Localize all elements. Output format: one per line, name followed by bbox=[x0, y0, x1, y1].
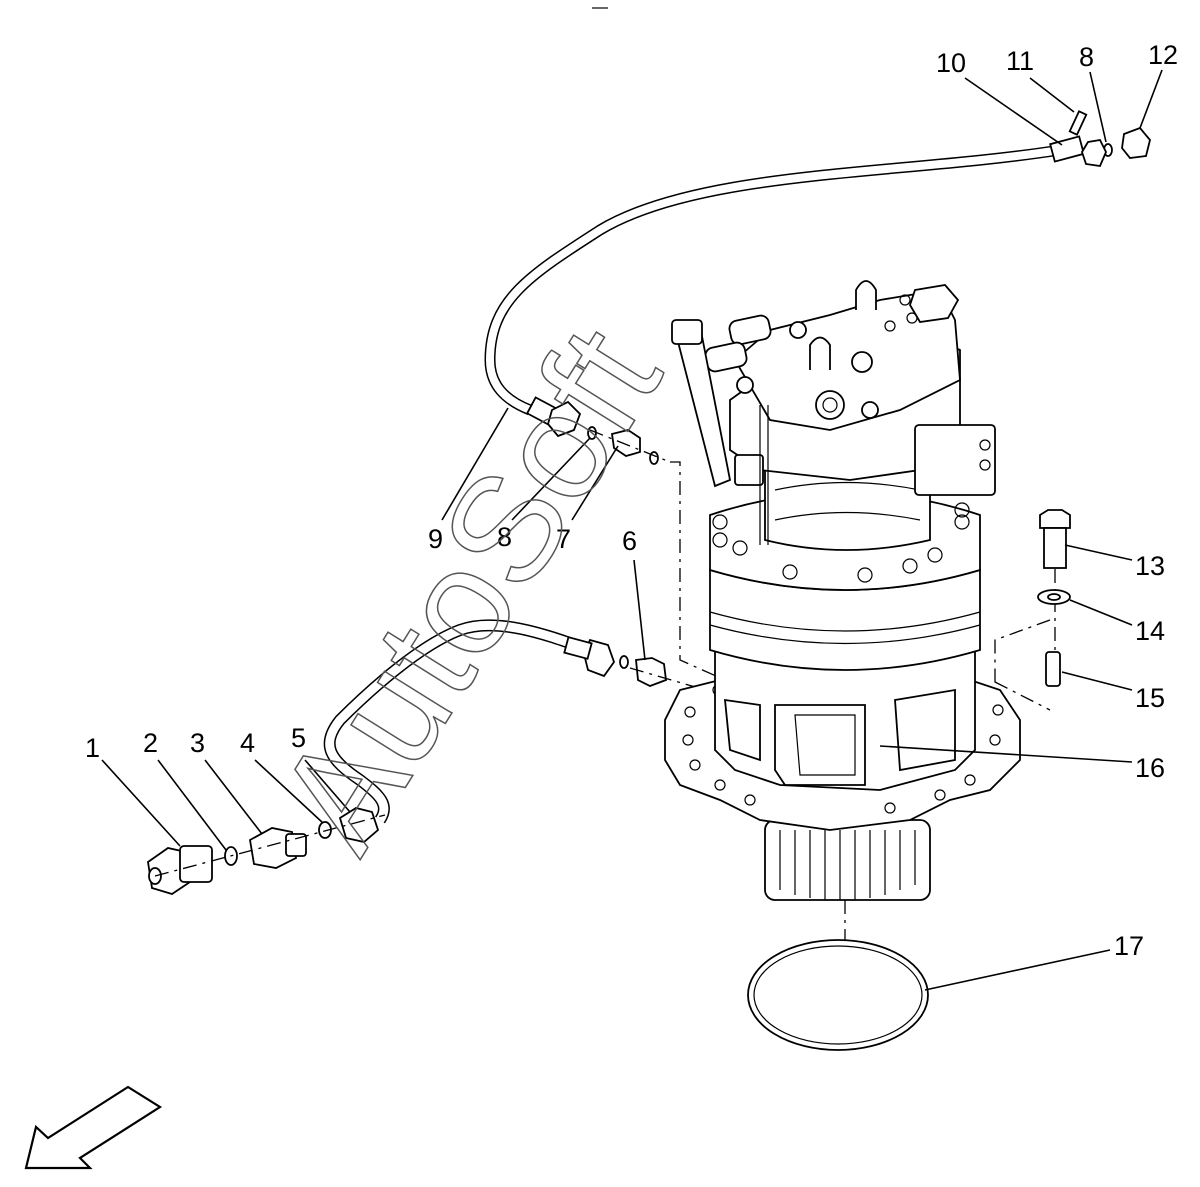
callout-11: 11 bbox=[1006, 46, 1034, 76]
small-fittings-top bbox=[1068, 110, 1151, 167]
adapter-3 bbox=[249, 827, 307, 869]
callout-labels: 1 2 3 4 5 6 7 8 8 9 10 11 12 13 14 15 16… bbox=[85, 40, 1178, 961]
callout-8-left: 8 bbox=[497, 522, 512, 552]
callout-14: 14 bbox=[1135, 616, 1165, 646]
callout-5: 5 bbox=[291, 723, 306, 753]
fitting-1 bbox=[147, 845, 213, 895]
watermark-text: AutoSoft bbox=[245, 300, 692, 877]
pin-15 bbox=[1045, 651, 1061, 687]
adapter-6 bbox=[619, 655, 667, 687]
callout-13: 13 bbox=[1135, 551, 1165, 581]
callout-4: 4 bbox=[240, 728, 255, 758]
callout-15: 15 bbox=[1135, 683, 1165, 713]
callout-8-right: 8 bbox=[1079, 42, 1094, 72]
adapter-7 bbox=[587, 426, 659, 465]
leader-lines bbox=[101, 69, 1163, 991]
oring-17 bbox=[747, 939, 929, 1051]
callout-7: 7 bbox=[556, 524, 571, 554]
bolt-13 bbox=[1039, 509, 1071, 569]
direction-arrow-icon bbox=[24, 1085, 163, 1170]
callout-3: 3 bbox=[190, 728, 205, 758]
callout-16: 16 bbox=[1135, 753, 1165, 783]
callout-2: 2 bbox=[143, 728, 158, 758]
oring-4 bbox=[318, 821, 332, 839]
nut-5 bbox=[338, 807, 380, 843]
callout-9: 9 bbox=[428, 524, 443, 554]
swing-motor bbox=[664, 280, 1021, 901]
callout-12: 12 bbox=[1148, 40, 1178, 70]
callout-1: 1 bbox=[85, 733, 100, 763]
callout-6: 6 bbox=[622, 526, 637, 556]
hose-lower bbox=[323, 619, 616, 824]
callout-17: 17 bbox=[1114, 931, 1144, 961]
callout-10: 10 bbox=[936, 48, 966, 78]
washer-14 bbox=[1037, 589, 1071, 605]
hose-upper bbox=[484, 135, 1085, 438]
